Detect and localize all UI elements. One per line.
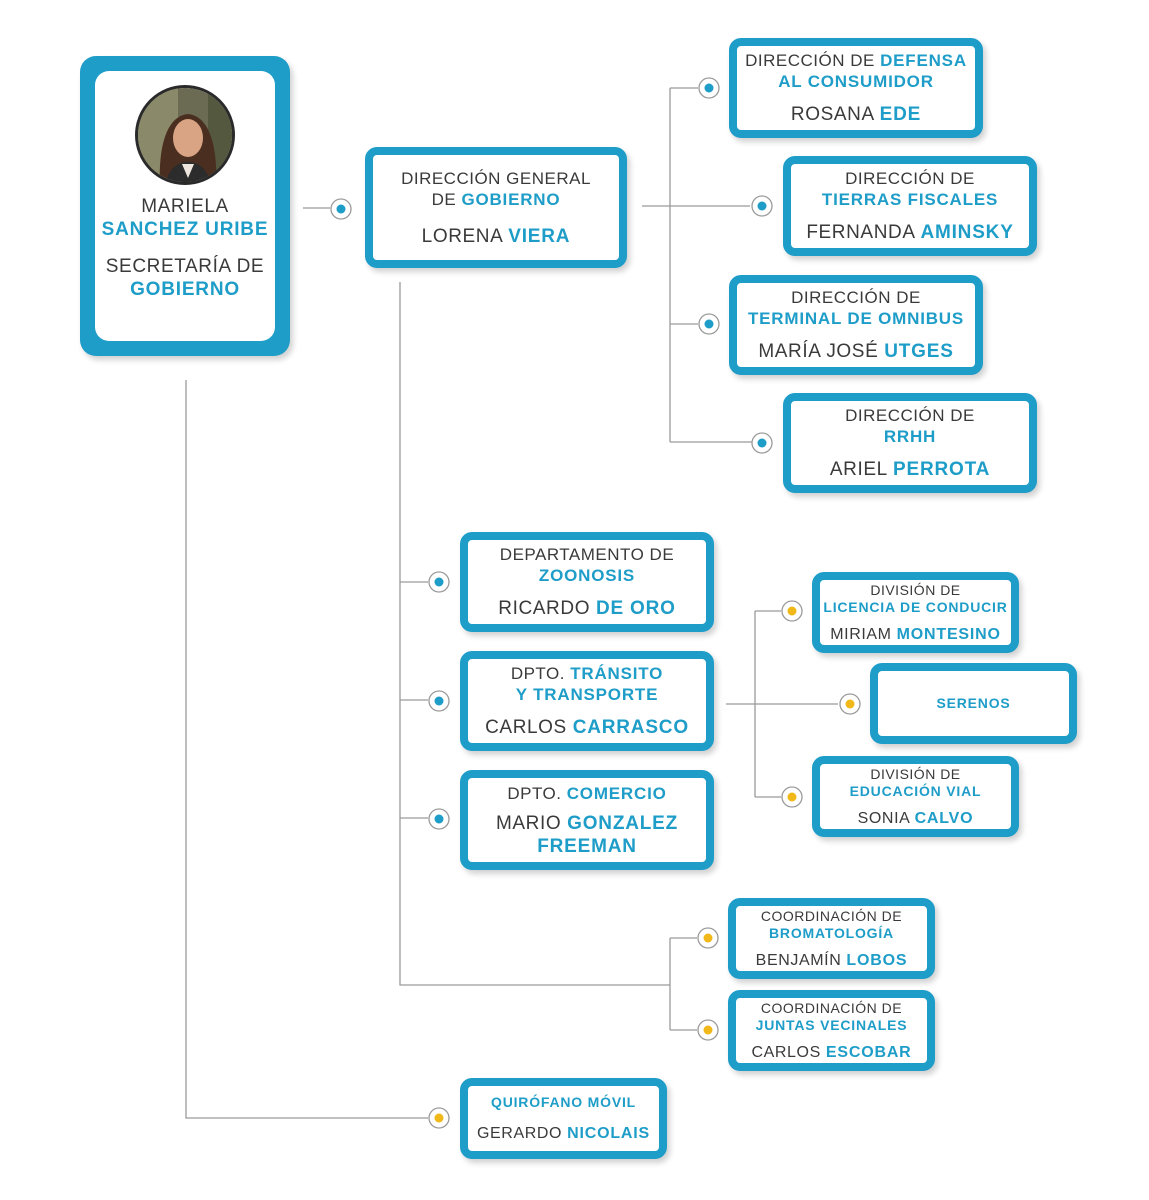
person-portrait xyxy=(135,85,235,185)
card-direccion-defensa-consumidor: DIRECCIÓN DE DEFENSA AL CONSUMIDOR ROSAN… xyxy=(729,38,983,138)
connector-dot xyxy=(428,571,450,593)
connector-dot xyxy=(428,1107,450,1129)
connector-dot xyxy=(428,808,450,830)
connector-dot xyxy=(697,1019,719,1041)
card-coordinacion-juntas-vecinales: COORDINACIÓN DE JUNTAS VECINALES CARLOS … xyxy=(728,990,935,1071)
person-name: BENJAMÍN LOBOS xyxy=(755,951,908,969)
root-card-secretaria: MARIELA SANCHEZ URIBE SECRETARÍA DE GOBI… xyxy=(80,56,290,356)
card-direccion-rrhh: DIRECCIÓN DE RRHH ARIEL PERROTA xyxy=(783,393,1037,493)
card-departamento-zoonosis: DEPARTAMENTO DE ZOONOSIS RICARDO DE ORO xyxy=(460,532,714,632)
connector-dot xyxy=(330,198,352,220)
person-name: ARIEL PERROTA xyxy=(829,459,991,480)
card-division-educacion-vial: DIVISIÓN DE EDUCACIÓN VIAL SONIA CALVO xyxy=(812,756,1019,837)
person-name: FERNANDA AMINSKY xyxy=(806,222,1014,243)
connector-dot xyxy=(697,927,719,949)
person-name: RICARDO DE ORO xyxy=(498,598,676,619)
root-person-name: MARIELA SANCHEZ URIBE xyxy=(101,196,269,240)
card-serenos: SERENOS xyxy=(870,663,1077,744)
card-quirofano-movil: QUIRÓFANO MÓVIL GERARDO NICOLAIS xyxy=(460,1078,667,1159)
person-name: MIRIAM MONTESINO xyxy=(830,625,1001,643)
root-role: SECRETARÍA DE GOBIERNO xyxy=(105,256,265,300)
person-name: LORENA VIERA xyxy=(421,225,571,247)
person-name: ROSANA EDE xyxy=(790,104,922,125)
connector-dot xyxy=(428,690,450,712)
card-direccion-tierras-fiscales: DIRECCIÓN DE TIERRAS FISCALES FERNANDA A… xyxy=(783,156,1037,256)
card-dpto-comercio: DPTO. COMERCIO MARIO GONZALEZ FREEMAN xyxy=(460,770,714,870)
connector-dot xyxy=(839,693,861,715)
card-direccion-general-gobierno: DIRECCIÓN GENERAL DE GOBIERNO LORENA VIE… xyxy=(365,147,627,268)
connector-dot xyxy=(751,432,773,454)
person-name: MARIO GONZALEZ FREEMAN xyxy=(495,812,679,857)
person-name: GERARDO NICOLAIS xyxy=(476,1125,650,1142)
person-name: CARLOS CARRASCO xyxy=(485,717,689,738)
connector-dot xyxy=(751,195,773,217)
connector-dot xyxy=(781,600,803,622)
card-coordinacion-bromatologia: COORDINACIÓN DE BROMATOLOGÍA BENJAMÍN LO… xyxy=(728,898,935,979)
person-name: SONIA CALVO xyxy=(857,809,974,827)
connector-dot xyxy=(698,313,720,335)
person-name: MARÍA JOSÉ UTGES xyxy=(758,341,954,362)
connector-dot xyxy=(698,77,720,99)
card-direccion-terminal-omnibus: DIRECCIÓN DE TERMINAL DE OMNIBUS MARÍA J… xyxy=(729,275,983,375)
person-name: CARLOS ESCOBAR xyxy=(751,1043,912,1061)
connector-dot xyxy=(781,786,803,808)
card-dpto-transito-transporte: DPTO. TRÁNSITO Y TRANSPORTE CARLOS CARRA… xyxy=(460,651,714,751)
card-division-licencia-conducir: DIVISIÓN DE LICENCIA DE CONDUCIR MIRIAM … xyxy=(812,572,1019,653)
